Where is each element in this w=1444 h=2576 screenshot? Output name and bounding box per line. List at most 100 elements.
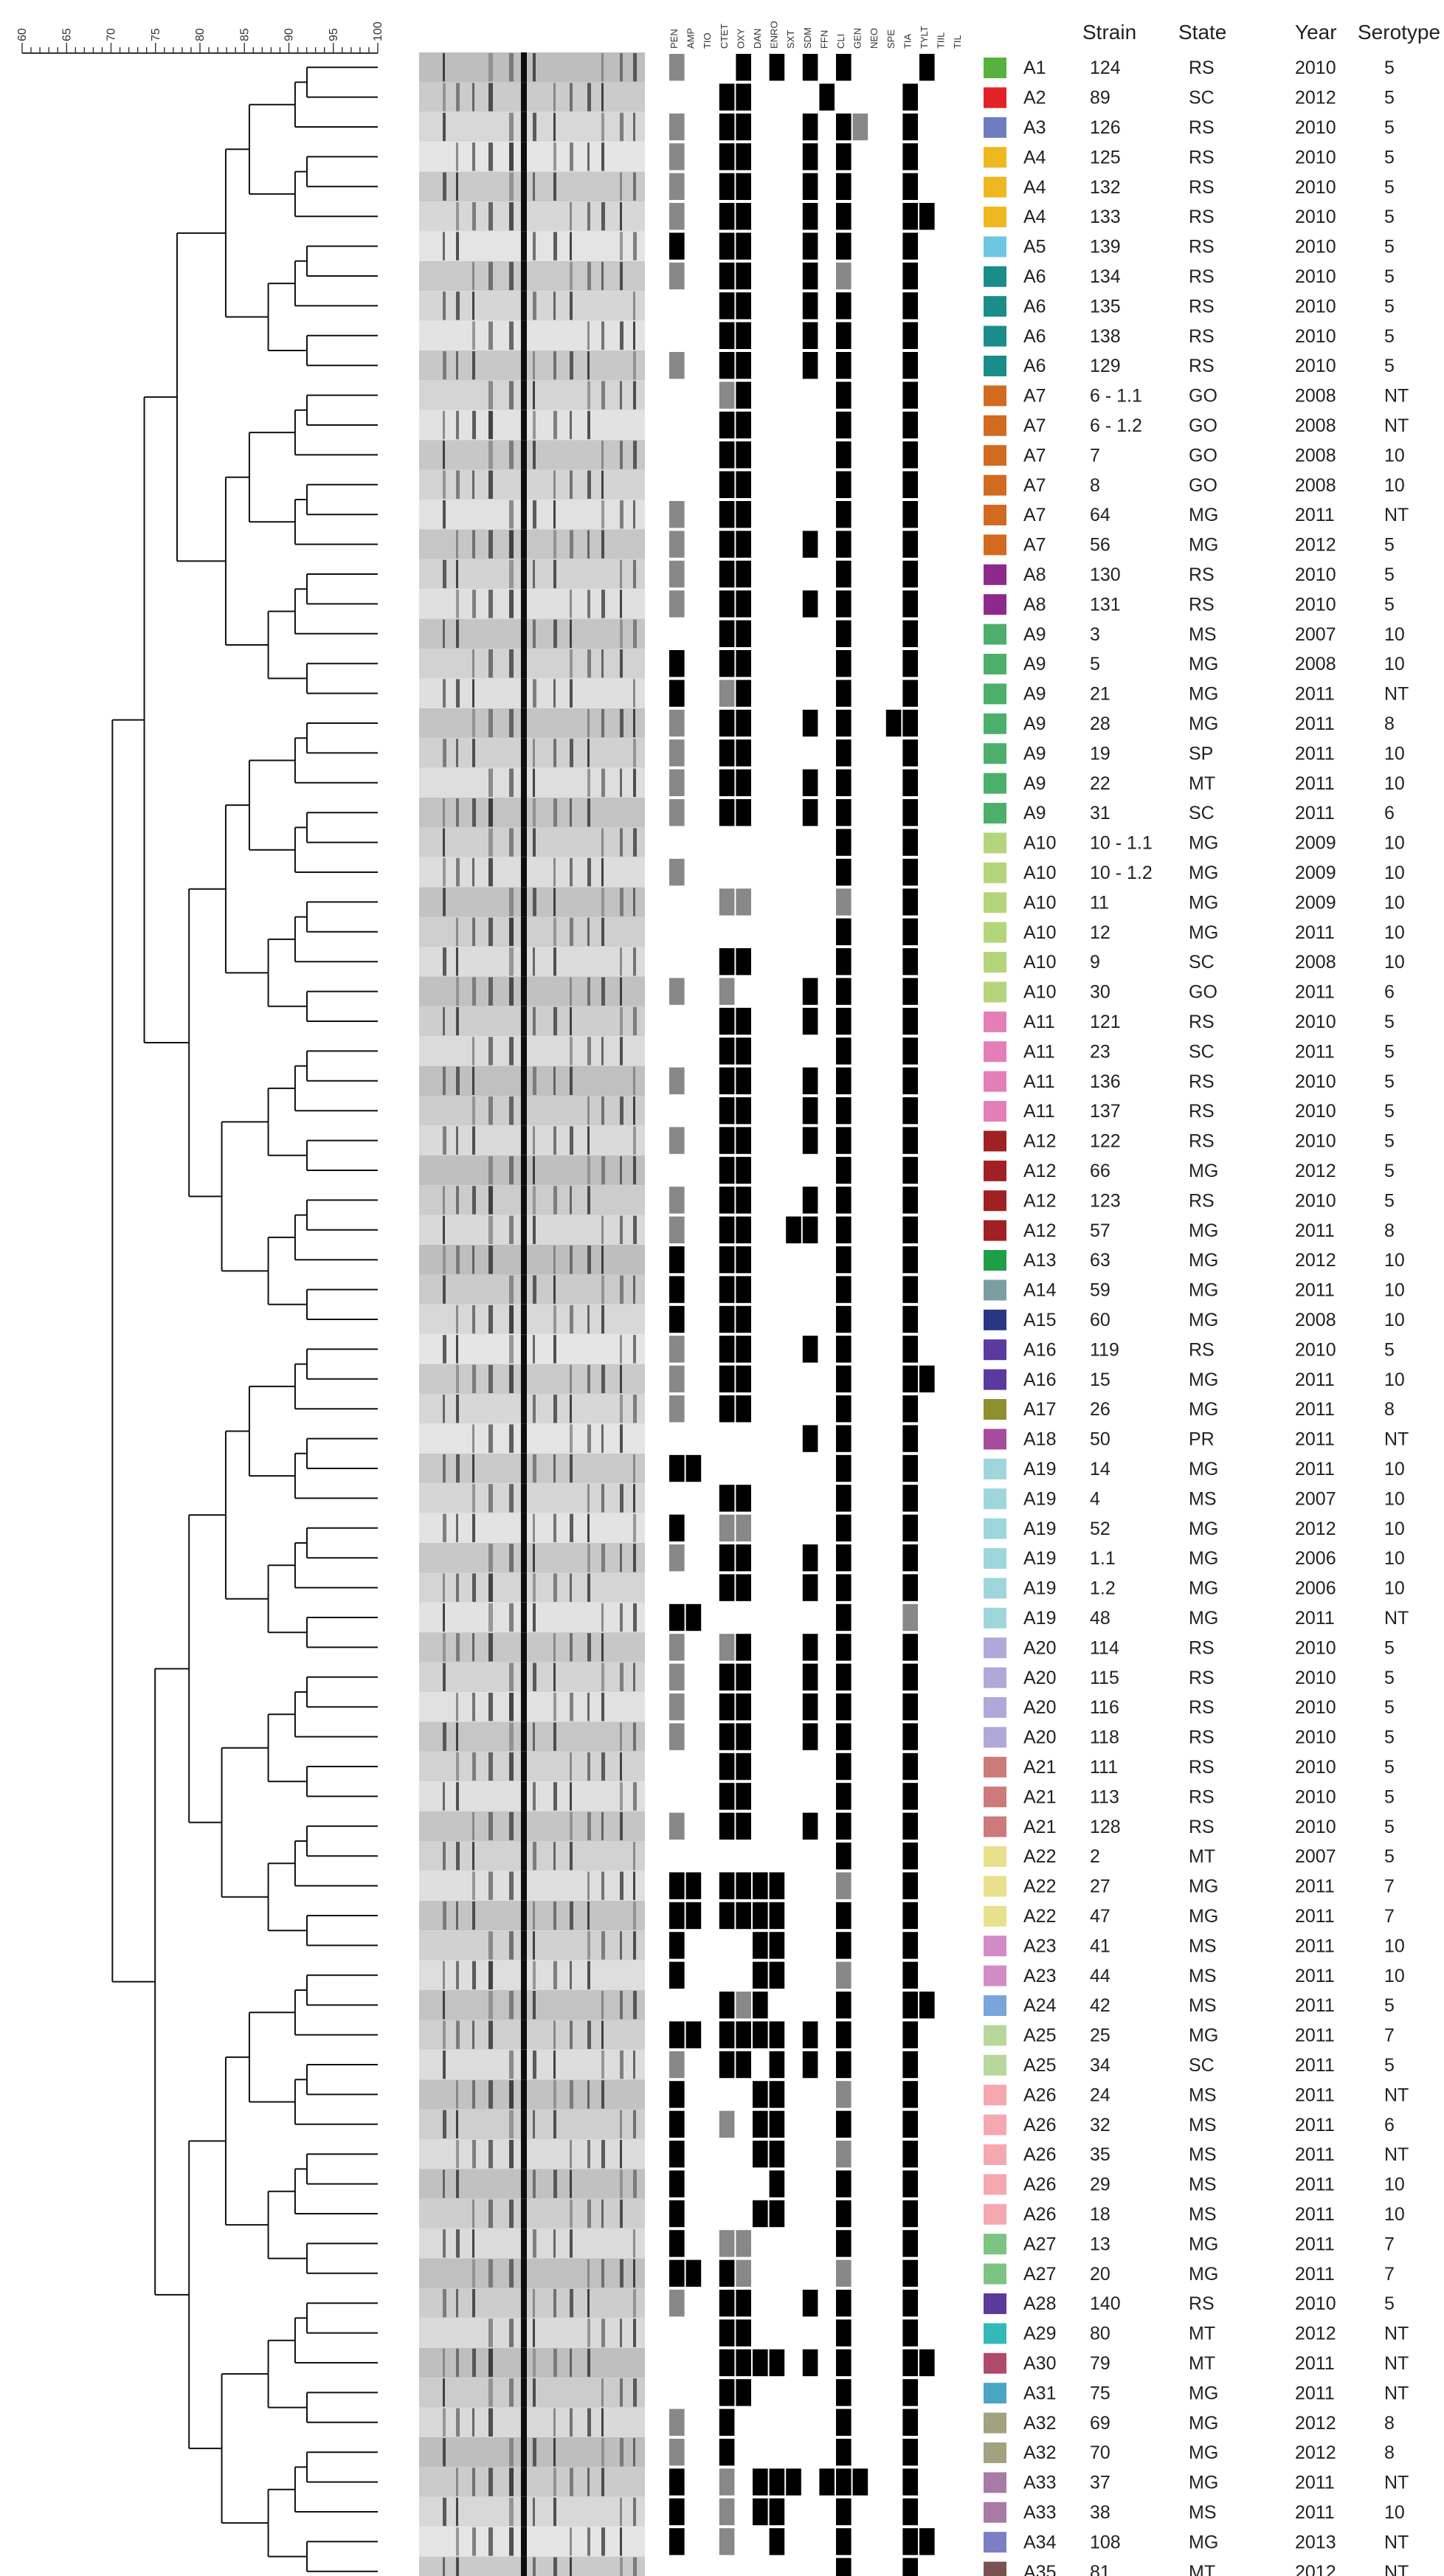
strain-id: 14 (1090, 1459, 1110, 1479)
serotype-value: NT (1384, 2532, 1409, 2552)
resistance-cell (802, 799, 818, 826)
resistance-cell (719, 2259, 735, 2287)
year-value: 2010 (1295, 117, 1336, 138)
gel-band (533, 2557, 536, 2576)
state-code: RS (1189, 1817, 1215, 1837)
year-value: 2012 (1295, 2413, 1336, 2434)
gel-band (587, 1186, 590, 1215)
resistance-cell (836, 1932, 851, 1959)
gel-band (570, 2468, 573, 2496)
resistance-cell (719, 1663, 735, 1691)
cluster-swatch (984, 2352, 1006, 2374)
resistance-cell (736, 2319, 751, 2347)
gel-band (521, 171, 527, 201)
gel-band (570, 1901, 573, 1930)
resistance-cell (902, 2051, 918, 2079)
gel-band (443, 1603, 445, 1632)
resistance-cell (719, 173, 735, 200)
gel-band (521, 1572, 527, 1603)
gel-band (456, 1395, 459, 1423)
resistance-cell (669, 1872, 685, 1899)
serotype-value: 10 (1384, 624, 1405, 645)
state-code: RS (1189, 1727, 1215, 1748)
year-value: 2010 (1295, 1101, 1336, 1122)
gel-lane (419, 1572, 645, 1603)
resistance-cell (736, 1693, 751, 1721)
gel-lane (419, 2228, 645, 2259)
state-code: RS (1189, 2293, 1215, 2314)
scale-tick-label: 75 (150, 28, 162, 41)
gel-band (533, 500, 536, 529)
gel-band (553, 2229, 556, 2258)
state-code: MG (1189, 535, 1218, 556)
scale-tick-label: 100 (372, 21, 384, 41)
resistance-cell (669, 262, 685, 290)
state-code: MG (1189, 833, 1218, 854)
cluster-id: A11 (1023, 1071, 1055, 1092)
gel-band (488, 1544, 493, 1572)
resistance-cell (753, 1902, 768, 1930)
gel-band (553, 2050, 556, 2079)
gel-band (509, 1812, 514, 1840)
gel-band (521, 1602, 527, 1633)
resistance-cell (902, 411, 918, 439)
strain-id: 66 (1090, 1161, 1110, 1181)
resistance-cell (836, 2349, 851, 2377)
strain-id: 50 (1090, 1429, 1110, 1450)
state-code: RS (1189, 237, 1215, 258)
gel-band (633, 1991, 637, 2020)
resistance-cell (736, 1783, 751, 1810)
gel-band (570, 798, 572, 827)
gel-band (587, 857, 591, 887)
year-value: 2009 (1295, 892, 1336, 913)
state-code: PR (1189, 1429, 1215, 1450)
serotype-value: NT (1384, 2324, 1409, 2344)
cluster-id: A15 (1023, 1310, 1056, 1330)
strain-id: 122 (1090, 1131, 1121, 1152)
strain-id: 11 (1090, 892, 1109, 913)
cluster-id: A9 (1023, 803, 1046, 823)
gel-lane (419, 947, 645, 977)
antibiotic-label: TIL (952, 35, 963, 49)
gel-band (472, 1246, 474, 1274)
gel-band (488, 708, 493, 738)
gel-lane (419, 2020, 645, 2050)
serotype-value: 10 (1384, 1578, 1405, 1599)
gel-band (553, 112, 556, 142)
resistance-cell (769, 2498, 785, 2526)
gel-band (509, 2318, 514, 2347)
gel-band (443, 1782, 445, 1811)
strain-id: 113 (1090, 1786, 1119, 1807)
serotype-value: 5 (1384, 2055, 1395, 2076)
gel-lane (419, 738, 645, 768)
serotype-value: 7 (1384, 1906, 1395, 1927)
gel-band (472, 2140, 476, 2169)
gel-band (633, 1842, 635, 1871)
cluster-swatch (984, 1578, 1006, 1599)
gel-band (509, 828, 514, 857)
resistance-cell (753, 1961, 768, 1989)
serotype-value: 5 (1384, 58, 1395, 78)
year-value: 2010 (1295, 1637, 1336, 1658)
resistance-cell (669, 1514, 685, 1541)
gel-band (533, 1782, 536, 1811)
gel-band (472, 470, 474, 499)
cluster-id: A10 (1023, 833, 1056, 854)
gel-band (553, 739, 556, 767)
cluster-id: A11 (1023, 1012, 1055, 1032)
gel-band (620, 1752, 622, 1781)
serotype-value: 5 (1384, 207, 1395, 227)
resistance-cell (836, 1037, 851, 1065)
resistance-cell (902, 560, 918, 588)
gel-band (443, 1961, 445, 1989)
year-value: 2010 (1295, 207, 1336, 227)
cluster-id: A33 (1023, 2473, 1056, 2493)
resistance-cell (836, 650, 851, 677)
strain-id: 8 (1090, 475, 1100, 496)
gel-band (533, 1156, 535, 1185)
resistance-cell (902, 680, 918, 707)
serotype-value: 10 (1384, 1250, 1405, 1271)
serotype-value: 10 (1384, 1488, 1405, 1509)
cluster-id: A20 (1023, 1697, 1056, 1718)
